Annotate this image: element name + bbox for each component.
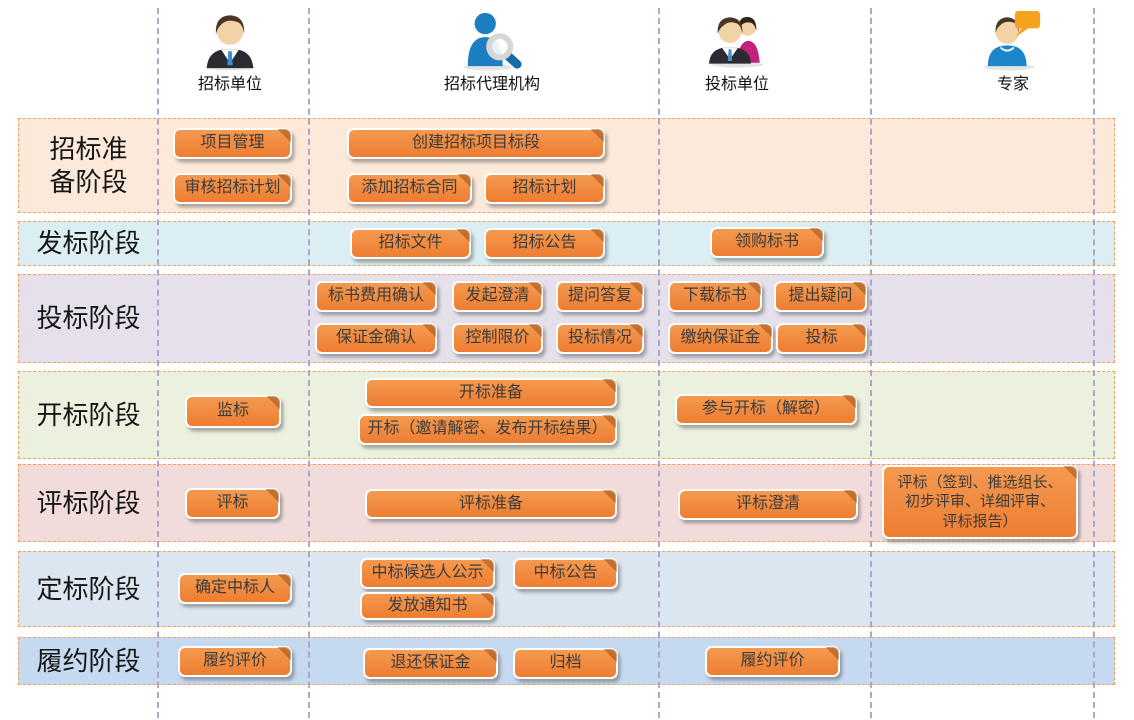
lane-divider-line (1093, 8, 1095, 718)
task-button[interactable]: 招标公告 (484, 228, 605, 259)
lane-label-expert: 专家 (996, 76, 1029, 93)
lane-header-agency: 招标代理机构 (402, 2, 582, 94)
task-button[interactable]: 领购标书 (710, 227, 824, 258)
task-button[interactable]: 中标候选人公示 (360, 558, 495, 589)
lane-divider-line (157, 8, 159, 718)
task-button[interactable]: 发放通知书 (360, 592, 495, 620)
lane-label-agency: 招标代理机构 (443, 76, 540, 93)
task-button[interactable]: 归档 (513, 648, 618, 679)
phase-label: 履约阶段 (36, 645, 141, 676)
lane-divider-line (870, 8, 872, 718)
task-button[interactable]: 审核招标计划 (173, 173, 292, 204)
task-button[interactable]: 标书费用确认 (315, 281, 437, 312)
expert-icon (978, 9, 1048, 71)
task-button[interactable]: 发起澄清 (452, 281, 543, 312)
bidders-icon (702, 9, 772, 71)
agency-magnifier-icon (457, 9, 527, 71)
task-button[interactable]: 评标 (185, 488, 280, 519)
phase-label: 招标准 备阶段 (49, 134, 128, 197)
task-button[interactable]: 履约评价 (705, 646, 840, 677)
task-button[interactable]: 下载标书 (668, 281, 762, 312)
task-button[interactable]: 提出疑问 (774, 281, 867, 312)
task-button[interactable]: 监标 (185, 395, 281, 428)
task-button[interactable]: 项目管理 (173, 128, 292, 159)
lane-divider-line (308, 8, 310, 718)
task-button[interactable]: 评标（签到、推选组长、 初步评审、详细评审、 评标报告） (882, 465, 1078, 539)
task-button[interactable]: 投标情况 (556, 323, 644, 354)
task-button[interactable]: 招标计划 (484, 173, 605, 204)
task-button[interactable]: 招标文件 (350, 228, 471, 259)
lane-label-tendering-unit: 招标单位 (197, 76, 262, 93)
lane-header-tendering-unit: 招标单位 (140, 2, 320, 94)
task-button[interactable]: 开标准备 (365, 378, 617, 408)
phase-label: 定标阶段 (36, 573, 141, 604)
task-button[interactable]: 创建招标项目标段 (347, 128, 605, 159)
phase-label: 投标阶段 (36, 303, 141, 334)
task-button[interactable]: 中标公告 (513, 558, 618, 589)
task-button[interactable]: 参与开标（解密） (675, 394, 857, 425)
phase-label: 开标阶段 (36, 399, 141, 430)
task-button[interactable]: 履约评价 (178, 646, 292, 677)
task-button[interactable]: 保证金确认 (315, 323, 437, 354)
task-button[interactable]: 确定中标人 (178, 573, 292, 604)
lane-label-bidding-unit: 投标单位 (704, 76, 769, 93)
task-button[interactable]: 投标 (776, 323, 867, 354)
task-button[interactable]: 退还保证金 (363, 648, 498, 679)
phase-label: 发标阶段 (36, 228, 141, 259)
task-button[interactable]: 提问答复 (556, 281, 644, 312)
task-button[interactable]: 开标（邀请解密、发布开标结果） (358, 414, 617, 445)
lane-divider-line (658, 8, 660, 718)
lane-header-expert: 专家 (923, 2, 1103, 94)
task-button[interactable]: 评标准备 (365, 489, 617, 519)
phase-label: 评标阶段 (36, 487, 141, 518)
businessman-icon (195, 9, 265, 71)
task-button[interactable]: 评标澄清 (678, 489, 858, 520)
task-button[interactable]: 缴纳保证金 (668, 323, 773, 354)
task-button[interactable]: 添加招标合同 (347, 173, 472, 204)
lane-header-bidding-unit: 投标单位 (647, 2, 827, 94)
task-button[interactable]: 控制限价 (452, 323, 543, 354)
